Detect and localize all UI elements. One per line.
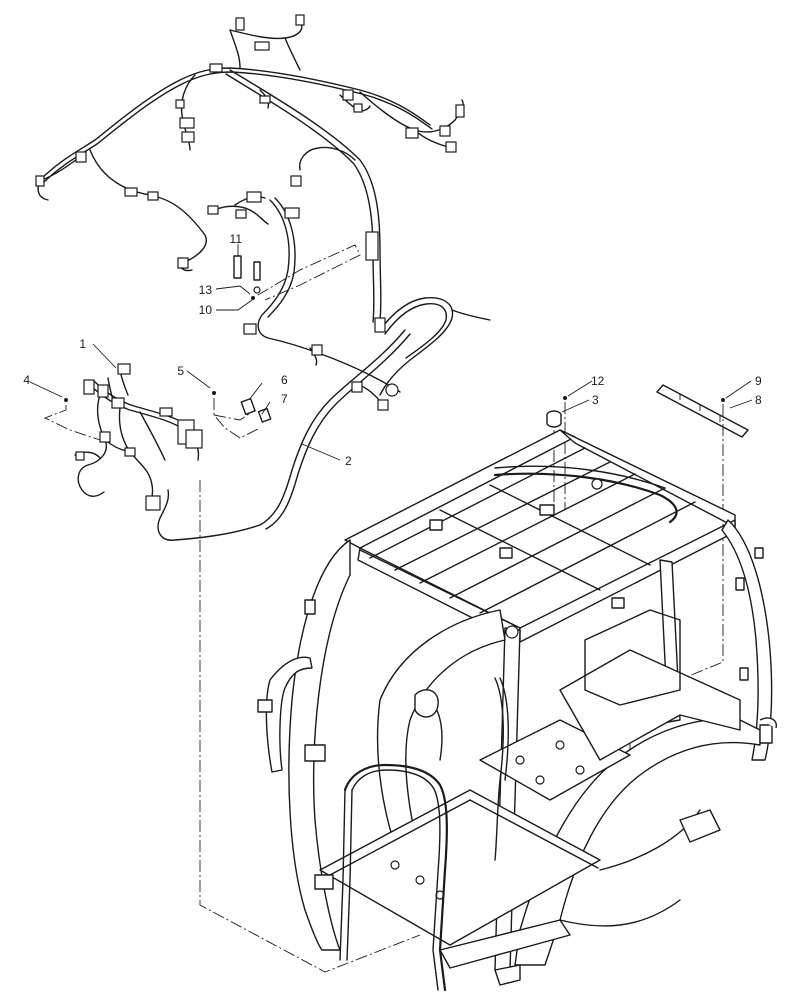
callout-6: 6 xyxy=(281,373,288,387)
leader-lines xyxy=(29,244,753,461)
callout-3: 3 xyxy=(592,393,599,407)
roof-harness xyxy=(35,14,491,541)
callout-2: 2 xyxy=(345,454,352,468)
callout-7: 7 xyxy=(281,392,288,406)
callout-4: 4 xyxy=(23,373,30,387)
callout-5: 5 xyxy=(177,364,184,378)
callout-13: 13 xyxy=(199,283,213,297)
small-parts-right xyxy=(546,384,749,438)
callout-labels: 1 2 3 4 5 6 7 8 9 10 11 12 13 xyxy=(23,232,762,468)
cab-frame xyxy=(257,429,777,992)
callout-8: 8 xyxy=(755,393,762,407)
harness-clip-parts xyxy=(233,255,261,300)
callout-9: 9 xyxy=(755,374,762,388)
callout-11: 11 xyxy=(230,232,243,246)
callout-1: 1 xyxy=(79,337,86,351)
callout-12: 12 xyxy=(591,374,605,388)
front-harness xyxy=(74,363,203,511)
callout-10: 10 xyxy=(199,303,213,317)
small-parts-left xyxy=(64,391,272,423)
